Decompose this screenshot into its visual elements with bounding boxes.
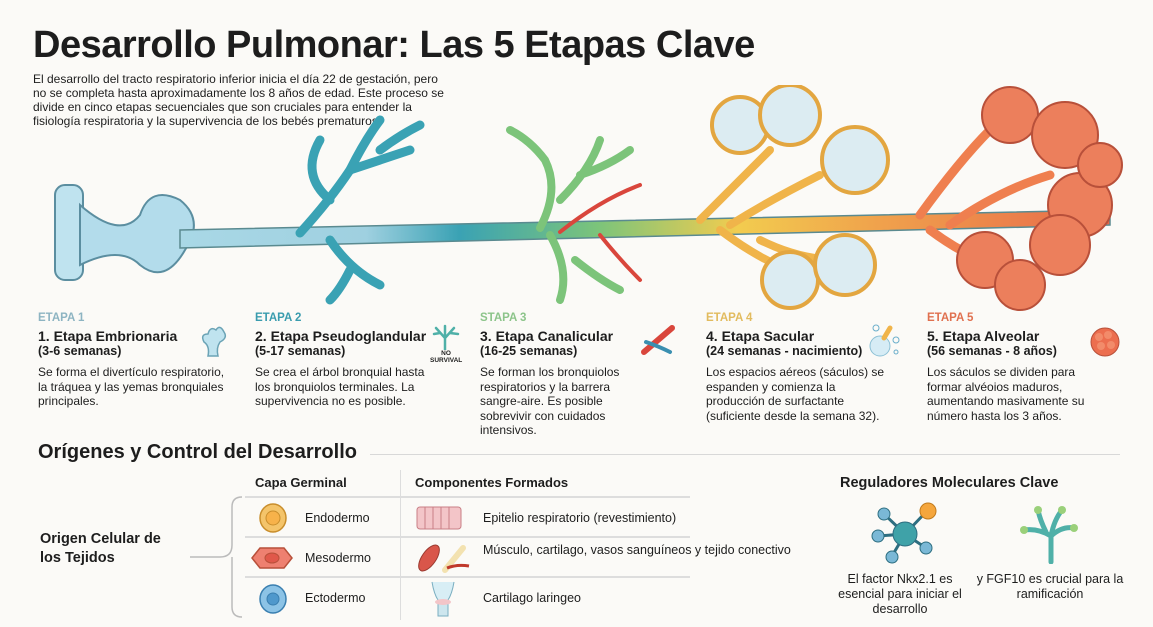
stage-2: ETAPA 2 2. Etapa Pseudoglandular (5-17 s…	[255, 312, 470, 409]
epithelium-icon	[416, 506, 462, 530]
canalicular-branches	[506, 126, 634, 304]
stage-4: ETAPA 4 4. Etapa Sacular (24 semanas - n…	[706, 312, 921, 423]
origin-row-header: Origen Celular de los Tejidos	[40, 531, 161, 566]
regulator-text: El factor Nkx2.1 es esencial para inicia…	[838, 572, 962, 616]
lung-development-illustration	[54, 85, 1123, 311]
row-divider	[245, 496, 690, 498]
column-divider	[400, 470, 401, 620]
stage-name: 2. Etapa Pseudoglandular	[255, 328, 427, 344]
stage-description: Se forman los bronquiolos respiratorios …	[480, 365, 620, 437]
regulators-title: Reguladores Moleculares Clave	[840, 475, 1059, 491]
intro-text: El desarrollo del tracto respiratorio in…	[33, 72, 444, 128]
germ-layer: Ectodermo	[305, 591, 366, 605]
stage-1: ETAPA 1 1. Etapa Embrionaria (3-6 semana…	[38, 312, 253, 409]
row-divider	[245, 536, 690, 538]
capillary-icon	[641, 325, 675, 355]
formed-components: Epitelio respiratorio (revestimiento)	[483, 511, 677, 525]
row-divider	[245, 576, 690, 578]
stage-name: 4. Etapa Sacular	[706, 328, 815, 344]
germ-layer: Endodermo	[305, 511, 370, 525]
embryonic-bud-icon	[201, 326, 227, 357]
stage-label: ETAPA 5	[927, 312, 974, 324]
stage-label: STAPA 3	[480, 312, 527, 324]
bronchial-tree-icon	[432, 324, 460, 350]
stage-weeks: (3-6 semanas)	[38, 344, 122, 358]
stage-weeks: (56 semanas - 8 años)	[927, 344, 1057, 358]
stage-5: ETAPA 5 5. Etapa Alveolar (56 semanas - …	[927, 312, 1142, 423]
stage-name: 1. Etapa Embrionaria	[38, 328, 178, 344]
formed-components: Músculo, cartilago, vasos sanguíneos y t…	[483, 543, 791, 557]
larynx-icon	[431, 581, 455, 617]
fgf10-branching-icon	[1020, 506, 1078, 564]
no-survival-tag: NO SURVIVAL	[430, 350, 463, 364]
stage-description: Se forma el divertículo respiratorio, la…	[38, 365, 225, 408]
germ-layer: Mesodermo	[305, 551, 371, 565]
stage-label: ETAPA 2	[255, 312, 302, 324]
stage-weeks: (24 semanas - nacimiento)	[706, 344, 863, 358]
saccules	[710, 85, 890, 310]
regulator-text: y FGF10 es crucial para la ramificación	[976, 572, 1124, 601]
embryonic-bud	[54, 184, 195, 281]
page-title: Desarrollo Pulmonar: Las 5 Etapas Clave	[33, 24, 755, 66]
mesoderm-cell-icon	[251, 547, 293, 569]
muscle-bone-icon	[418, 544, 470, 573]
airway-trunk	[179, 209, 1111, 249]
stage-description: Los espacios aéreos (sáculos) se espande…	[706, 365, 885, 423]
stage-description: Se crea el árbol bronquial hasta los bro…	[255, 365, 425, 408]
stage-weeks: (16-25 semanas)	[480, 344, 578, 358]
pseudoglandular-branches	[295, 115, 425, 305]
alveoli-icon	[1090, 327, 1120, 357]
stage-weeks: (5-17 semanas)	[255, 344, 346, 358]
stage-name: 3. Etapa Canalicular	[480, 328, 614, 344]
column-header: Componentes Formados	[415, 475, 569, 490]
capillary-vessels	[558, 183, 642, 282]
divider	[370, 454, 1120, 455]
stage-label: ETAPA 4	[706, 312, 753, 324]
stage-label: ETAPA 1	[38, 312, 85, 324]
stage-name: 5. Etapa Alveolar	[927, 328, 1040, 344]
nkx21-molecule-icon	[871, 502, 937, 564]
column-header: Capa Germinal	[255, 475, 347, 490]
endoderm-cell-icon	[259, 503, 287, 533]
saccule-icon	[869, 324, 900, 357]
alveoli-clusters	[956, 86, 1123, 311]
section-title: Orígenes y Control del Desarrollo	[38, 441, 357, 463]
stage-description: Los sáculos se dividen para formar alvéo…	[927, 365, 1085, 423]
formed-components: Cartilago laringeo	[483, 591, 581, 605]
stage-3: STAPA 3 3. Etapa Canalicular (16-25 sema…	[480, 312, 695, 438]
brace	[190, 496, 243, 618]
ectoderm-cell-icon	[259, 584, 287, 614]
